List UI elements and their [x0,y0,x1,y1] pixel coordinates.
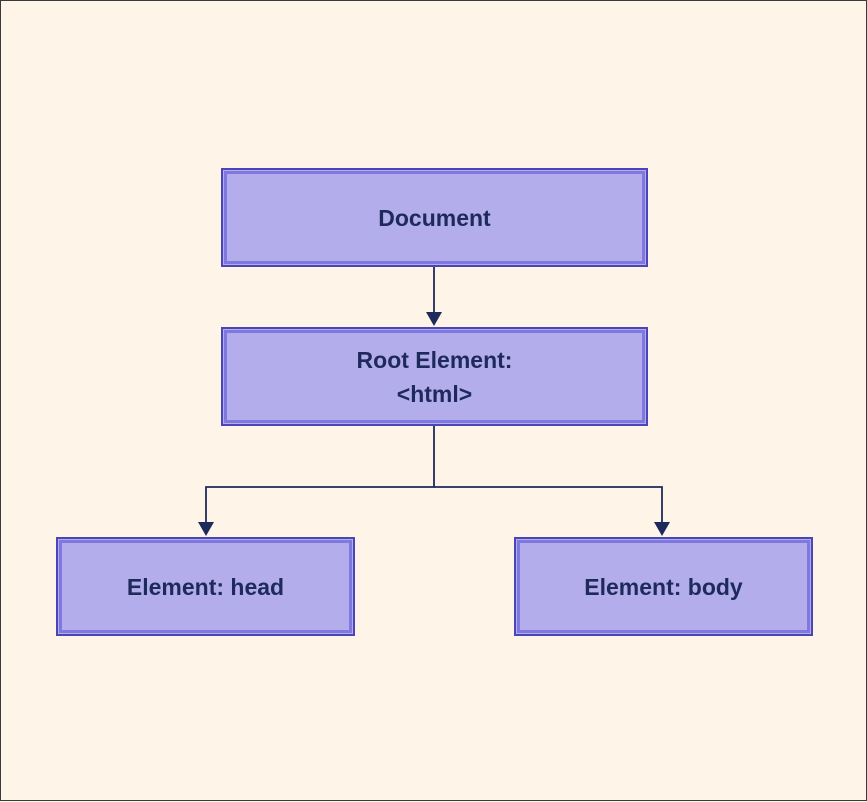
arrowhead-root [426,312,442,326]
arrowhead-body [654,522,670,536]
node-document: Document [221,168,648,267]
node-element-head: Element: head [56,537,355,636]
node-root-element: Root Element: <html> [221,327,648,426]
node-document-label: Document [378,204,491,231]
edge-root-body [434,486,663,531]
arrowhead-head [198,522,214,536]
edge-root-head [205,426,435,531]
node-element-body-label: Element: body [584,573,743,600]
node-root-element-label-line1: Root Element: [356,346,513,373]
node-element-body: Element: body [514,537,813,636]
node-root-element-label-line2: <html> [396,380,473,407]
node-element-head-label: Element: head [126,573,285,600]
